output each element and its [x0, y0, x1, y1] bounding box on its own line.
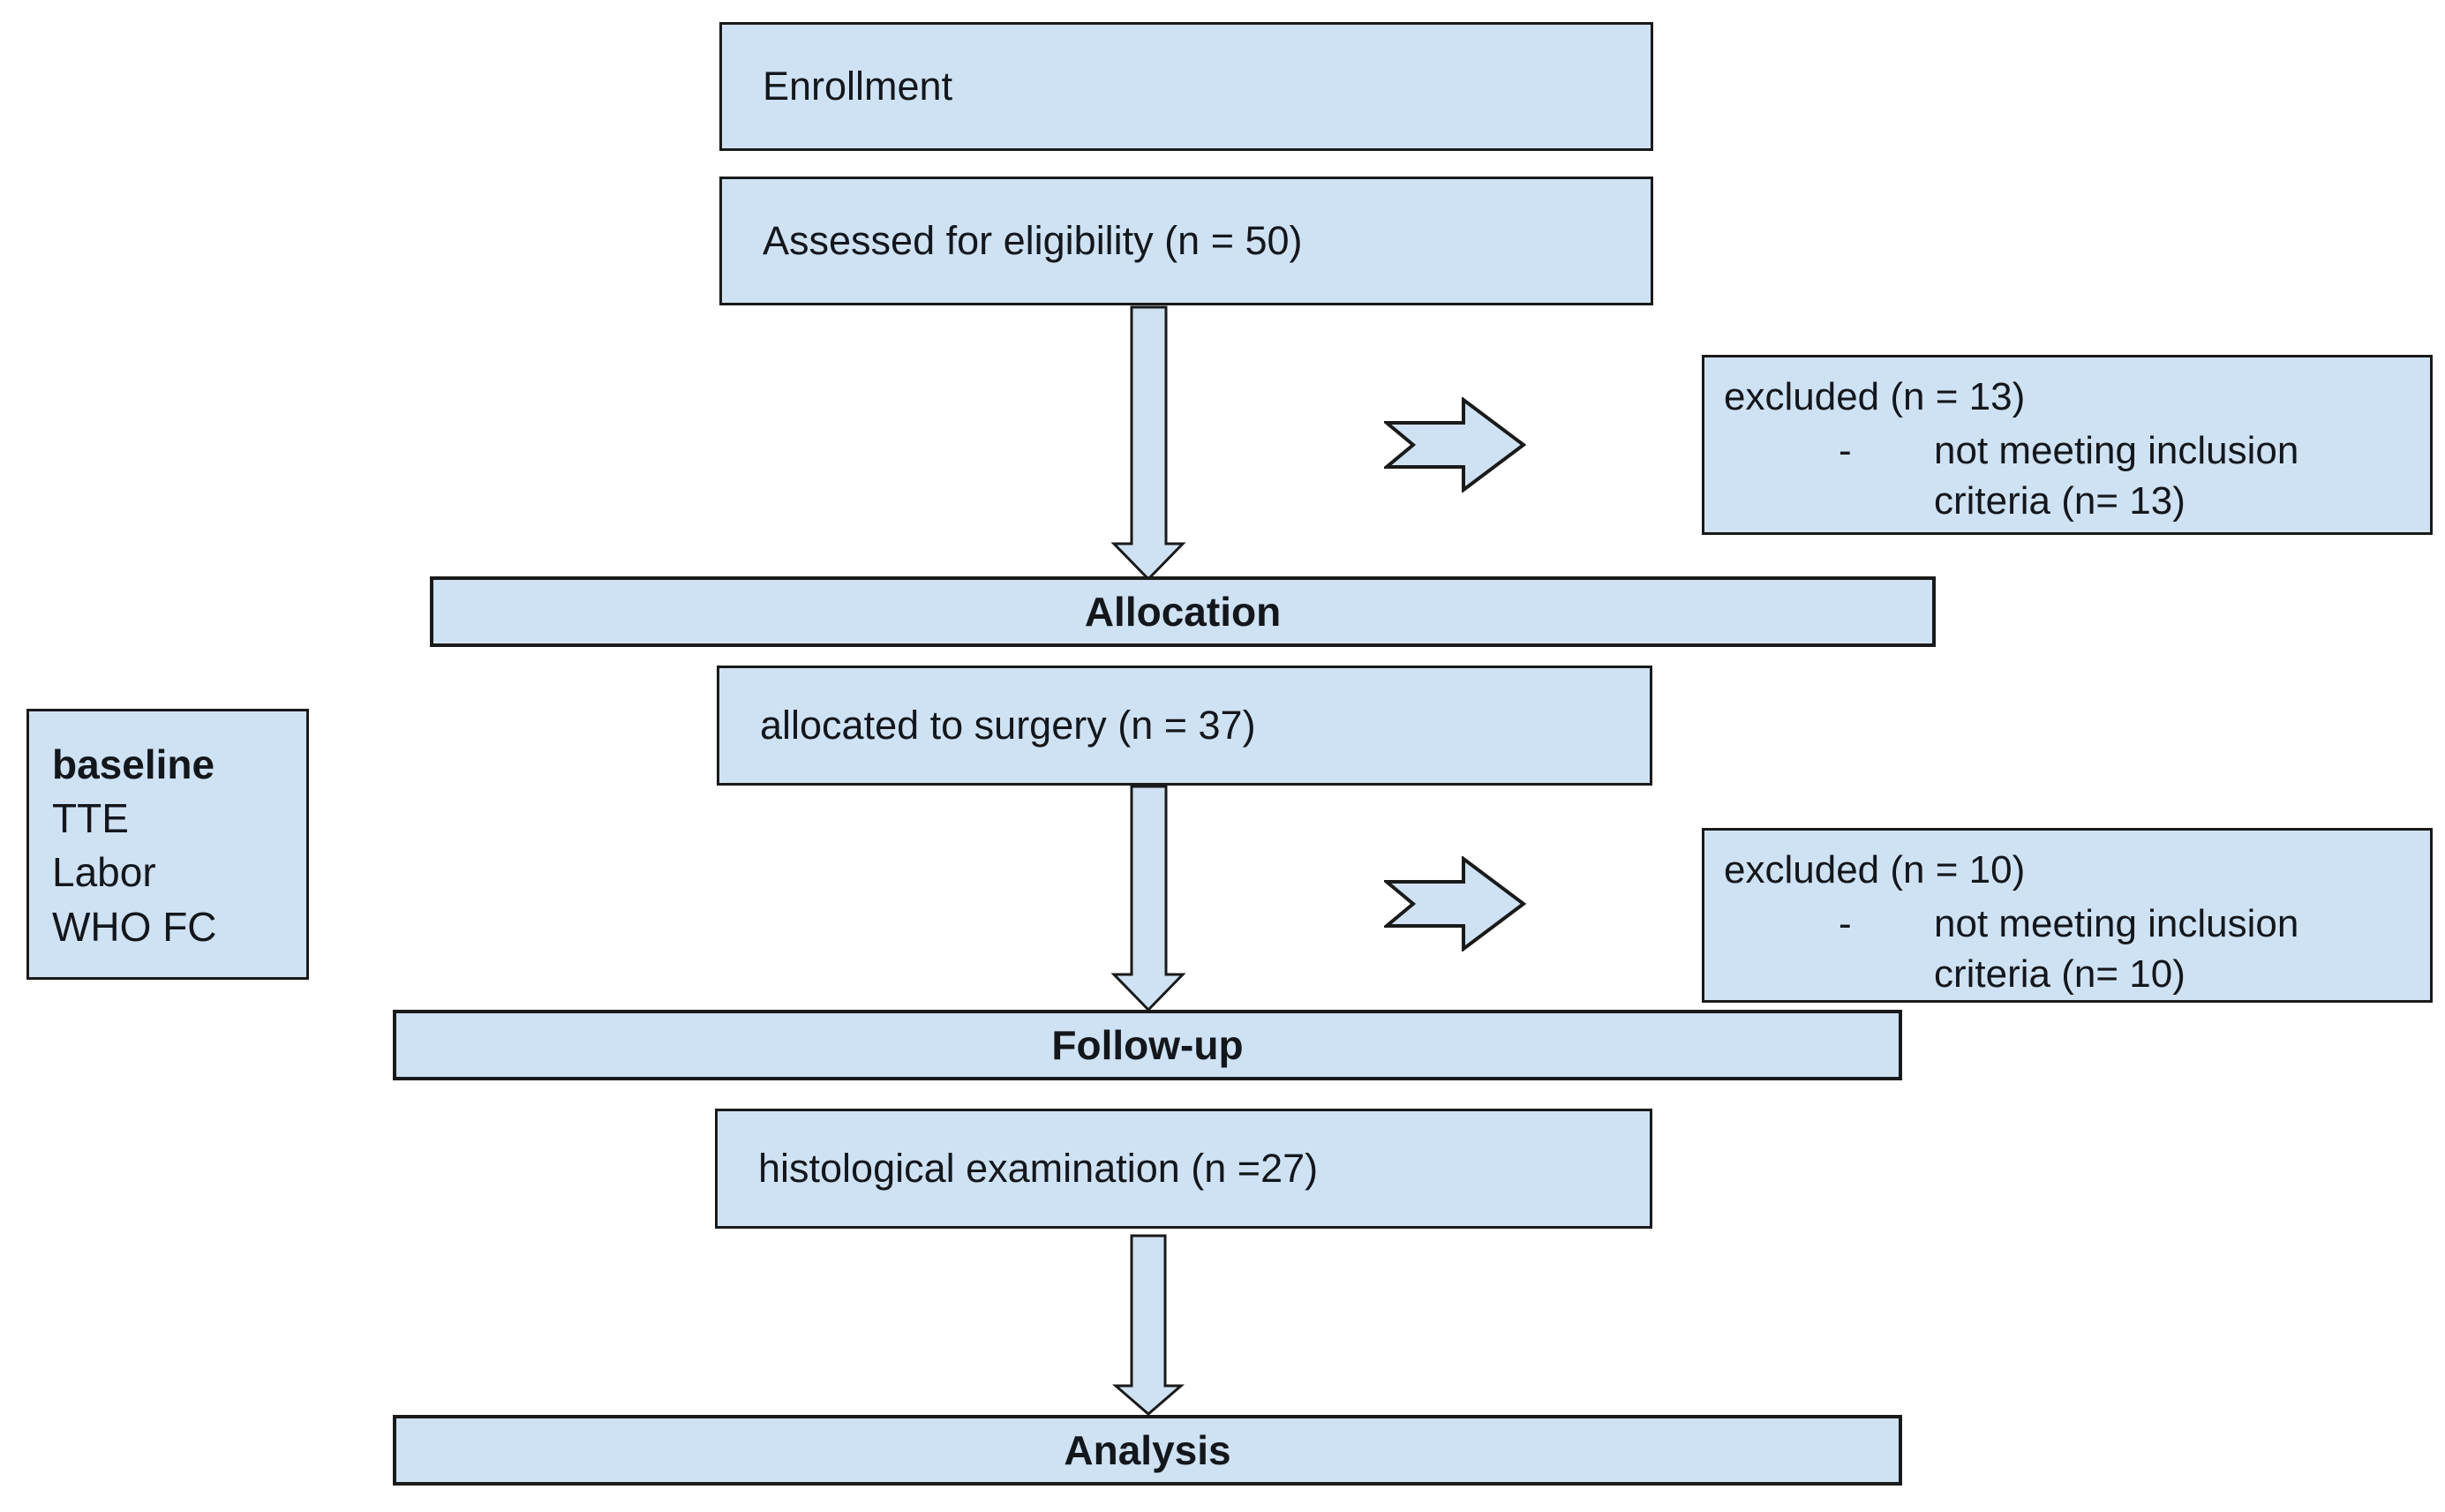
baseline-box: baseline TTE Labor WHO FC	[26, 709, 309, 980]
down-arrow-icon	[1110, 785, 1186, 1012]
followup-label: Follow-up	[1051, 1022, 1244, 1068]
excluded-2-title: excluded (n = 10)	[1724, 848, 2026, 891]
excluded-box-1: excluded (n = 13) - not meeting inclusio…	[1702, 355, 2433, 535]
enrollment-label: Enrollment	[763, 64, 953, 109]
enrollment-box: Enrollment	[719, 22, 1653, 151]
allocation-label: Allocation	[1084, 589, 1282, 635]
analysis-banner: Analysis	[393, 1415, 1902, 1486]
excluded-2-bullet-text: not meeting inclusion criteria (n= 10)	[1934, 902, 2299, 997]
down-arrow-icon	[1110, 305, 1186, 581]
excluded-1-bullet-row: - not meeting inclusion criteria (n= 13)	[1724, 425, 2418, 526]
right-arrow-icon	[1384, 856, 1527, 952]
excluded-1-title: excluded (n = 13)	[1724, 375, 2026, 418]
histology-box: histological examination (n =27)	[715, 1109, 1652, 1229]
down-arrow-icon	[1111, 1234, 1185, 1416]
baseline-item-tte: TTE	[52, 795, 129, 842]
analysis-label: Analysis	[1064, 1427, 1231, 1473]
allocation-banner: Allocation	[430, 576, 1936, 647]
assessed-eligibility-box: Assessed for eligibility (n = 50)	[719, 177, 1653, 305]
excluded-1-bullet-text: not meeting inclusion criteria (n= 13)	[1934, 429, 2299, 523]
excluded-2-bullet-row: - not meeting inclusion criteria (n= 10)	[1724, 899, 2418, 999]
bullet-dash: -	[1839, 429, 1852, 473]
histology-label: histological examination (n =27)	[758, 1146, 1319, 1191]
followup-banner: Follow-up	[393, 1010, 1902, 1080]
right-arrow-icon	[1384, 397, 1527, 493]
allocated-surgery-box: allocated to surgery (n = 37)	[717, 666, 1652, 786]
baseline-item-whofc: WHO FC	[52, 903, 217, 950]
baseline-item-labor: Labor	[52, 849, 156, 896]
bullet-dash: -	[1839, 902, 1852, 946]
allocated-surgery-label: allocated to surgery (n = 37)	[760, 703, 1256, 748]
assessed-eligibility-label: Assessed for eligibility (n = 50)	[763, 218, 1303, 263]
baseline-title: baseline	[52, 741, 215, 787]
excluded-box-2: excluded (n = 10) - not meeting inclusio…	[1702, 828, 2433, 1003]
